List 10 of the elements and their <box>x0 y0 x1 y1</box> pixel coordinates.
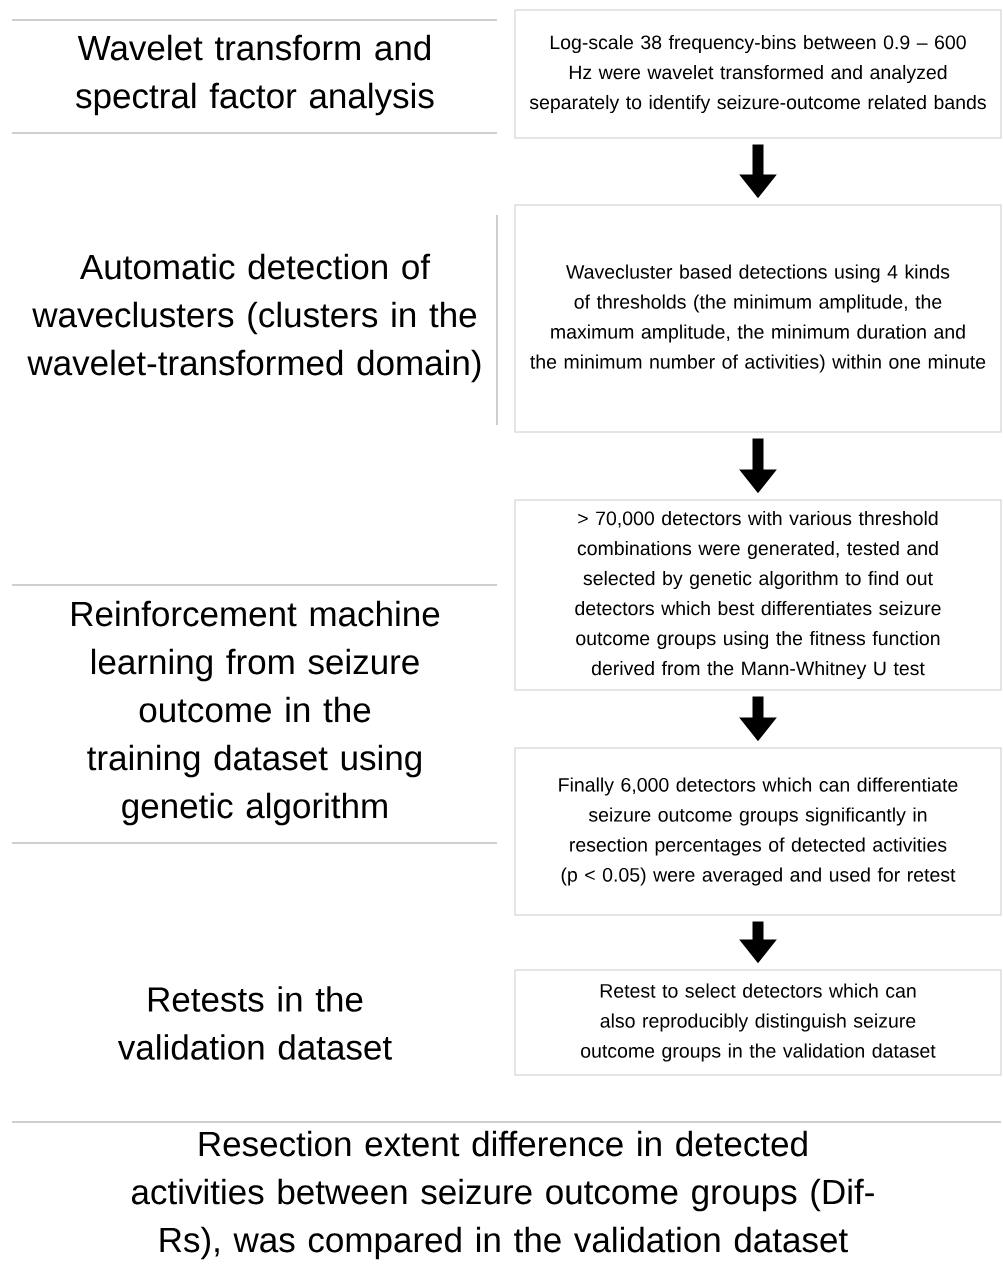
stage-label: Reinforcement machine learning from seizure outcome in the training dataset using genetic algorithm <box>72 600 440 826</box>
conclusion-text: Resection extent difference in detected activities between seizure outcome groups (Dif-Rs), was compared in the validation dataset <box>131 1130 874 1260</box>
process-box: Retest to select detectors which can also reproducibly distinguish seizure outcome groups in the validation dataset <box>514 969 1002 1076</box>
process-box: Finally 6,000 detectors which can differentiate seizure outcome groups significantly in resection percentages of detected activities (p < 0.05) were averaged and used for retest <box>514 747 1002 916</box>
process-box: > 70,000 detectors with various threshold combinations were generated, tested and selected by genetic algorithm to find out detectors which best differentiates seizure outcome groups using the fitness function derived from the Mann-Whitney U test <box>514 499 1002 691</box>
process-box: Wavecluster based detections using 4 kinds of thresholds (the minimum amplitude, the maximum amplitude, the minimum duration and the minimum number of activities) within one minute <box>514 204 1002 433</box>
stage-label: Retests in the validation dataset <box>117 986 392 1060</box>
stage-label: Wavelet transform and spectral factor analysis <box>76 34 434 116</box>
stage-label: Automatic detection of waveclusters (clusters in the wavelet-transformed domain) <box>27 253 481 383</box>
process-box: Log-scale 38 frequency-bins between 0.9 – 600 Hz were wavelet transformed and analyzed separately to identify seizure-outcome related bands <box>514 9 1002 139</box>
